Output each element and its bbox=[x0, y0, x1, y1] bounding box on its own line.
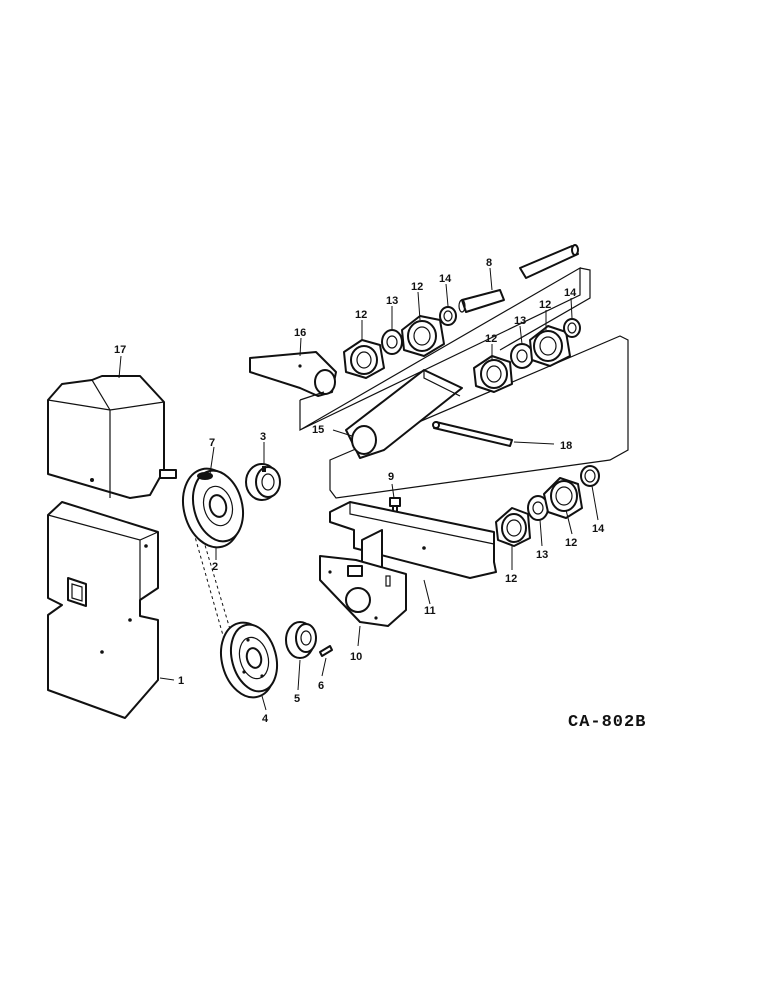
part-16-bracket bbox=[249, 351, 337, 397]
part-1-side-panel bbox=[47, 501, 159, 719]
part-15-belt-guard bbox=[345, 369, 463, 459]
lower-mounting-plate bbox=[329, 335, 629, 499]
lower-bearing-flange-right bbox=[543, 477, 583, 519]
callout-10: 10 bbox=[350, 651, 362, 663]
middle-bearing-insert bbox=[510, 343, 534, 369]
part-6-key bbox=[319, 645, 333, 657]
upper-bearing-flange-right bbox=[401, 315, 445, 357]
callout-11: 11 bbox=[424, 605, 436, 617]
callout-8: 8 bbox=[486, 257, 492, 269]
callout-12-lower-left: 12 bbox=[505, 573, 517, 585]
part-2-upper-pulley bbox=[182, 467, 244, 549]
part-18-tension-rod bbox=[432, 421, 513, 447]
middle-bearing-collar bbox=[563, 318, 581, 338]
part-5-bushing bbox=[285, 621, 317, 659]
callout-13-lower: 13 bbox=[536, 549, 548, 561]
callout-1: 1 bbox=[178, 675, 184, 687]
callout-12-upper-left: 12 bbox=[355, 309, 367, 321]
upper-bearing-flange-left bbox=[343, 339, 385, 379]
callout-14-upper: 14 bbox=[439, 273, 452, 285]
callout-9: 9 bbox=[388, 471, 394, 483]
callout-2: 2 bbox=[212, 561, 218, 573]
callout-12-lower-right: 12 bbox=[565, 537, 577, 549]
part-10-mounting-plate bbox=[319, 555, 407, 627]
part-3-pulley-hub bbox=[245, 463, 281, 501]
callout-13-middle: 13 bbox=[514, 315, 526, 327]
callout-12-middle-left: 12 bbox=[485, 333, 497, 345]
upper-bearing-insert bbox=[381, 329, 403, 355]
callout-12-middle-right: 12 bbox=[539, 299, 551, 311]
callout-18: 18 bbox=[560, 440, 572, 452]
middle-bearing-flange-right bbox=[529, 325, 571, 367]
callout-16: 16 bbox=[294, 327, 306, 339]
upper-bearing-collar bbox=[439, 306, 457, 326]
upper-mounting-plate bbox=[299, 266, 591, 432]
callout-4: 4 bbox=[262, 713, 269, 725]
drawing-code: CA-802B bbox=[568, 713, 646, 732]
callout-13-upper: 13 bbox=[386, 295, 398, 307]
middle-bearing-flange-left bbox=[473, 355, 513, 393]
callout-7: 7 bbox=[209, 437, 215, 449]
callout-6: 6 bbox=[318, 680, 324, 692]
callout-labels: 17 1 2 3 4 5 6 7 8 9 10 11 16 15 18 12 1… bbox=[114, 257, 646, 732]
lower-bearing-flange-left bbox=[495, 507, 531, 547]
callout-5: 5 bbox=[294, 693, 300, 705]
leader-lines bbox=[118, 267, 599, 711]
part-8-shaft bbox=[458, 244, 579, 313]
part-4-lower-pulley bbox=[220, 621, 279, 699]
callout-17: 17 bbox=[114, 344, 126, 356]
callout-12-upper-right: 12 bbox=[411, 281, 423, 293]
callout-3: 3 bbox=[260, 431, 266, 443]
lower-bearing-collar bbox=[580, 465, 600, 487]
part-17-top-cover bbox=[47, 375, 177, 499]
callout-15: 15 bbox=[312, 424, 324, 436]
lower-bearing-insert bbox=[527, 495, 549, 521]
callout-14-lower: 14 bbox=[592, 523, 605, 535]
callout-14-middle: 14 bbox=[564, 287, 577, 299]
